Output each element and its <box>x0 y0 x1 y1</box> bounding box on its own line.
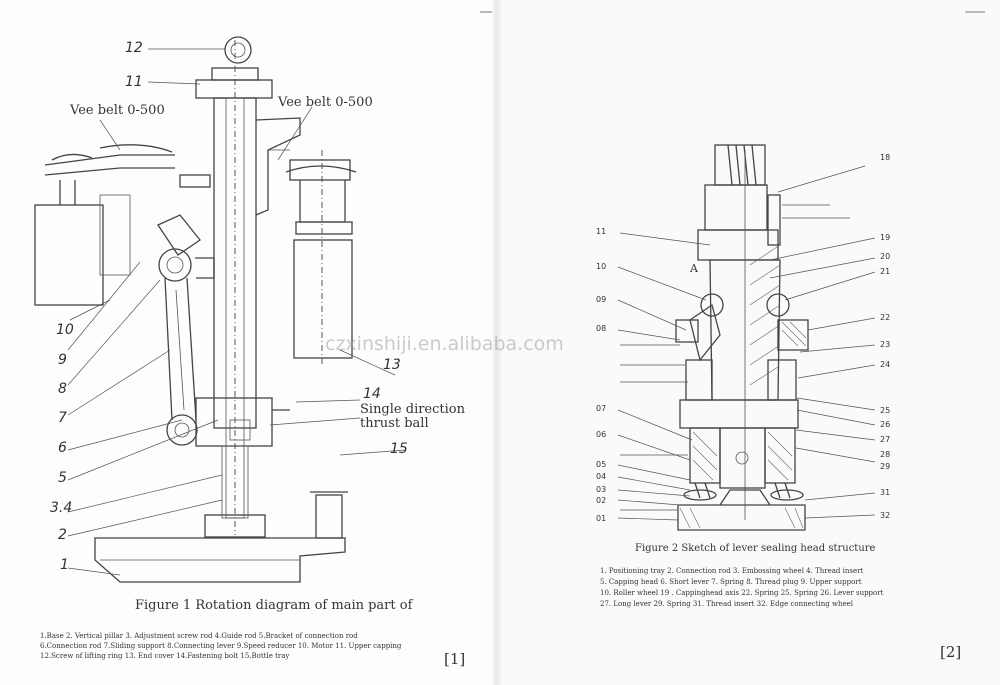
callout-26: 26 <box>880 420 891 429</box>
callout-31: 31 <box>880 488 891 497</box>
legend-line: 27. Long lever 29. Spring 31. Thread ins… <box>600 600 853 608</box>
callout-07: 07 <box>596 404 607 413</box>
callout-01: 01 <box>596 514 607 523</box>
callout-03: 03 <box>596 485 607 494</box>
callout-10: 10 <box>56 322 74 338</box>
callout-20: 20 <box>880 252 891 261</box>
callout-12: 12 <box>125 40 143 56</box>
legend-line: 1. Positioning tray 2. Connection rod 3.… <box>600 567 864 575</box>
callout-11: 11 <box>125 74 143 90</box>
watermark-text: czxinshiji.en.alibaba.com <box>325 333 564 355</box>
figure-1-caption: Figure 1 Rotation diagram of main part o… <box>135 598 413 613</box>
legend-line: 5. Capping head 6. Short lever 7. Spring… <box>600 578 862 586</box>
callout-19: 19 <box>880 233 891 242</box>
callout-14: 14 <box>363 386 381 402</box>
motor <box>34 204 104 306</box>
callout-10-right: 10 <box>596 262 607 271</box>
page-gutter <box>493 0 501 685</box>
callout-2: 2 <box>58 527 67 543</box>
callout-9: 9 <box>58 352 67 368</box>
callout-8: 8 <box>58 381 67 397</box>
page-number-left: [1] <box>444 650 466 668</box>
capping-head-axis <box>704 184 768 231</box>
callout-18: 18 <box>880 153 891 162</box>
callout-7: 7 <box>58 410 67 426</box>
callout-5: 5 <box>58 470 67 486</box>
bottle-tray <box>315 494 343 539</box>
callout-15: 15 <box>390 441 408 457</box>
callout-02: 02 <box>596 496 607 505</box>
right-page <box>500 0 1000 685</box>
callout-13: 13 <box>383 357 401 373</box>
legend-line: 12.Screw of lifting ring 13. End cover 1… <box>40 652 290 660</box>
legend-line: 6.Connection rod 7.Sliding support 8.Con… <box>40 642 402 650</box>
callout-08: 08 <box>596 324 607 333</box>
figure-2-legend: 1. Positioning tray 2. Connection rod 3.… <box>600 566 883 610</box>
callout-vee-belt-left: Vee belt 0-500 <box>70 103 165 118</box>
legend-line: 10. Roller wheel 19 . Cappinghead axis 2… <box>600 589 884 597</box>
callout-06: 06 <box>596 430 607 439</box>
figure-1-legend: 1.Base 2. Vertical pillar 3. Adjustment … <box>40 631 401 661</box>
positioning-tray <box>677 504 806 531</box>
callout-21: 21 <box>880 267 891 276</box>
callout-thrust-line-1: Single direction <box>360 402 465 417</box>
callout-28: 28 <box>880 450 891 459</box>
callout-32: 32 <box>880 511 891 520</box>
figure-1-drawing <box>34 11 492 583</box>
callout-22: 22 <box>880 313 891 322</box>
callout-23: 23 <box>880 340 891 349</box>
callout-24: 24 <box>880 360 891 369</box>
base <box>94 537 346 583</box>
callout-29: 29 <box>880 462 891 471</box>
callout-04: 04 <box>596 472 607 481</box>
callout-3-4: 3.4 <box>50 500 73 516</box>
callout-6: 6 <box>58 440 67 456</box>
callout-vee-belt-right: Vee belt 0-500 <box>278 95 373 110</box>
callout-09: 09 <box>596 295 607 304</box>
page-number-right: [2] <box>940 643 962 661</box>
end-cover-part <box>293 239 353 359</box>
callout-11-right: 11 <box>596 227 607 236</box>
callout-27: 27 <box>880 435 891 444</box>
left-page <box>0 0 495 685</box>
figure-2-caption: Figure 2 Sketch of lever sealing head st… <box>635 543 876 554</box>
callout-1: 1 <box>60 557 69 573</box>
callout-a: A <box>690 262 698 275</box>
callout-25: 25 <box>880 406 891 415</box>
callout-thrust-line-2: thrust ball <box>360 416 429 431</box>
lifting-ring <box>224 36 252 64</box>
callout-05: 05 <box>596 460 607 469</box>
legend-line: 1.Base 2. Vertical pillar 3. Adjustment … <box>40 632 358 640</box>
